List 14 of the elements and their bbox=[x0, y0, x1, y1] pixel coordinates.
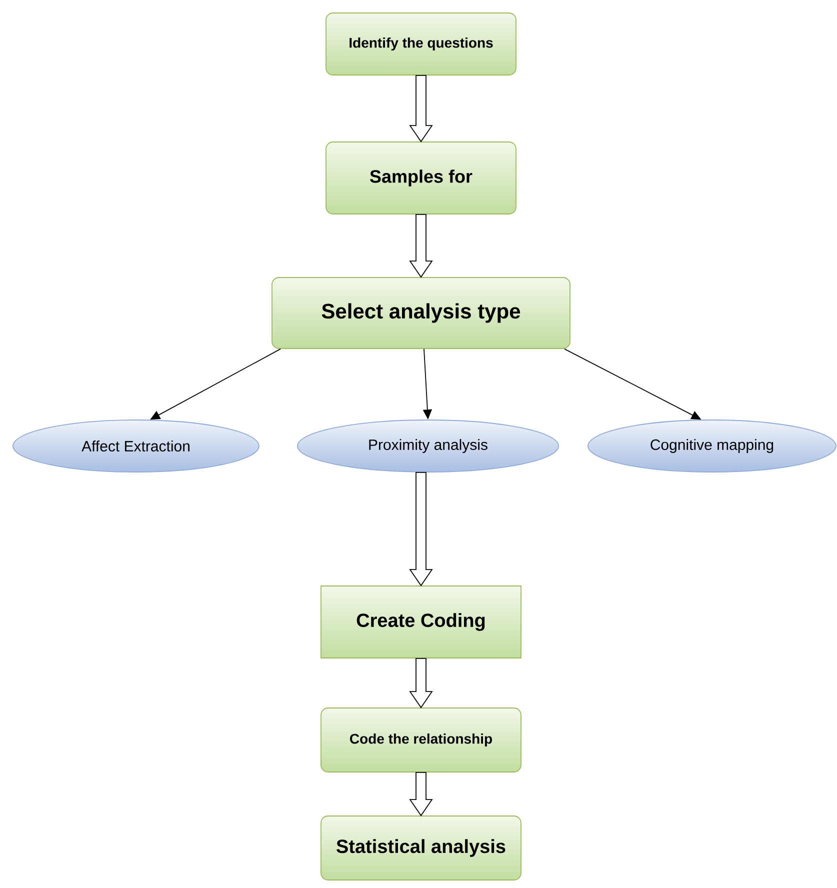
ellipse-node: Affect Extraction bbox=[12, 420, 260, 472]
process-box: Samples for bbox=[326, 142, 516, 214]
process-box: Create Coding bbox=[320, 586, 522, 658]
process-box: Statistical analysis bbox=[320, 816, 522, 880]
block-arrow bbox=[409, 75, 433, 142]
block-arrow bbox=[409, 772, 433, 816]
block-arrow bbox=[409, 214, 433, 278]
process-box: Identify the questions bbox=[326, 12, 516, 76]
ellipse-node: Cognitive mapping bbox=[588, 420, 836, 472]
process-box: Code the relationship bbox=[320, 708, 522, 772]
ellipse-node: Proximity analysis bbox=[297, 420, 559, 472]
process-box: Select analysis type bbox=[272, 277, 570, 349]
block-arrow bbox=[409, 658, 433, 708]
block-arrow bbox=[409, 472, 433, 586]
